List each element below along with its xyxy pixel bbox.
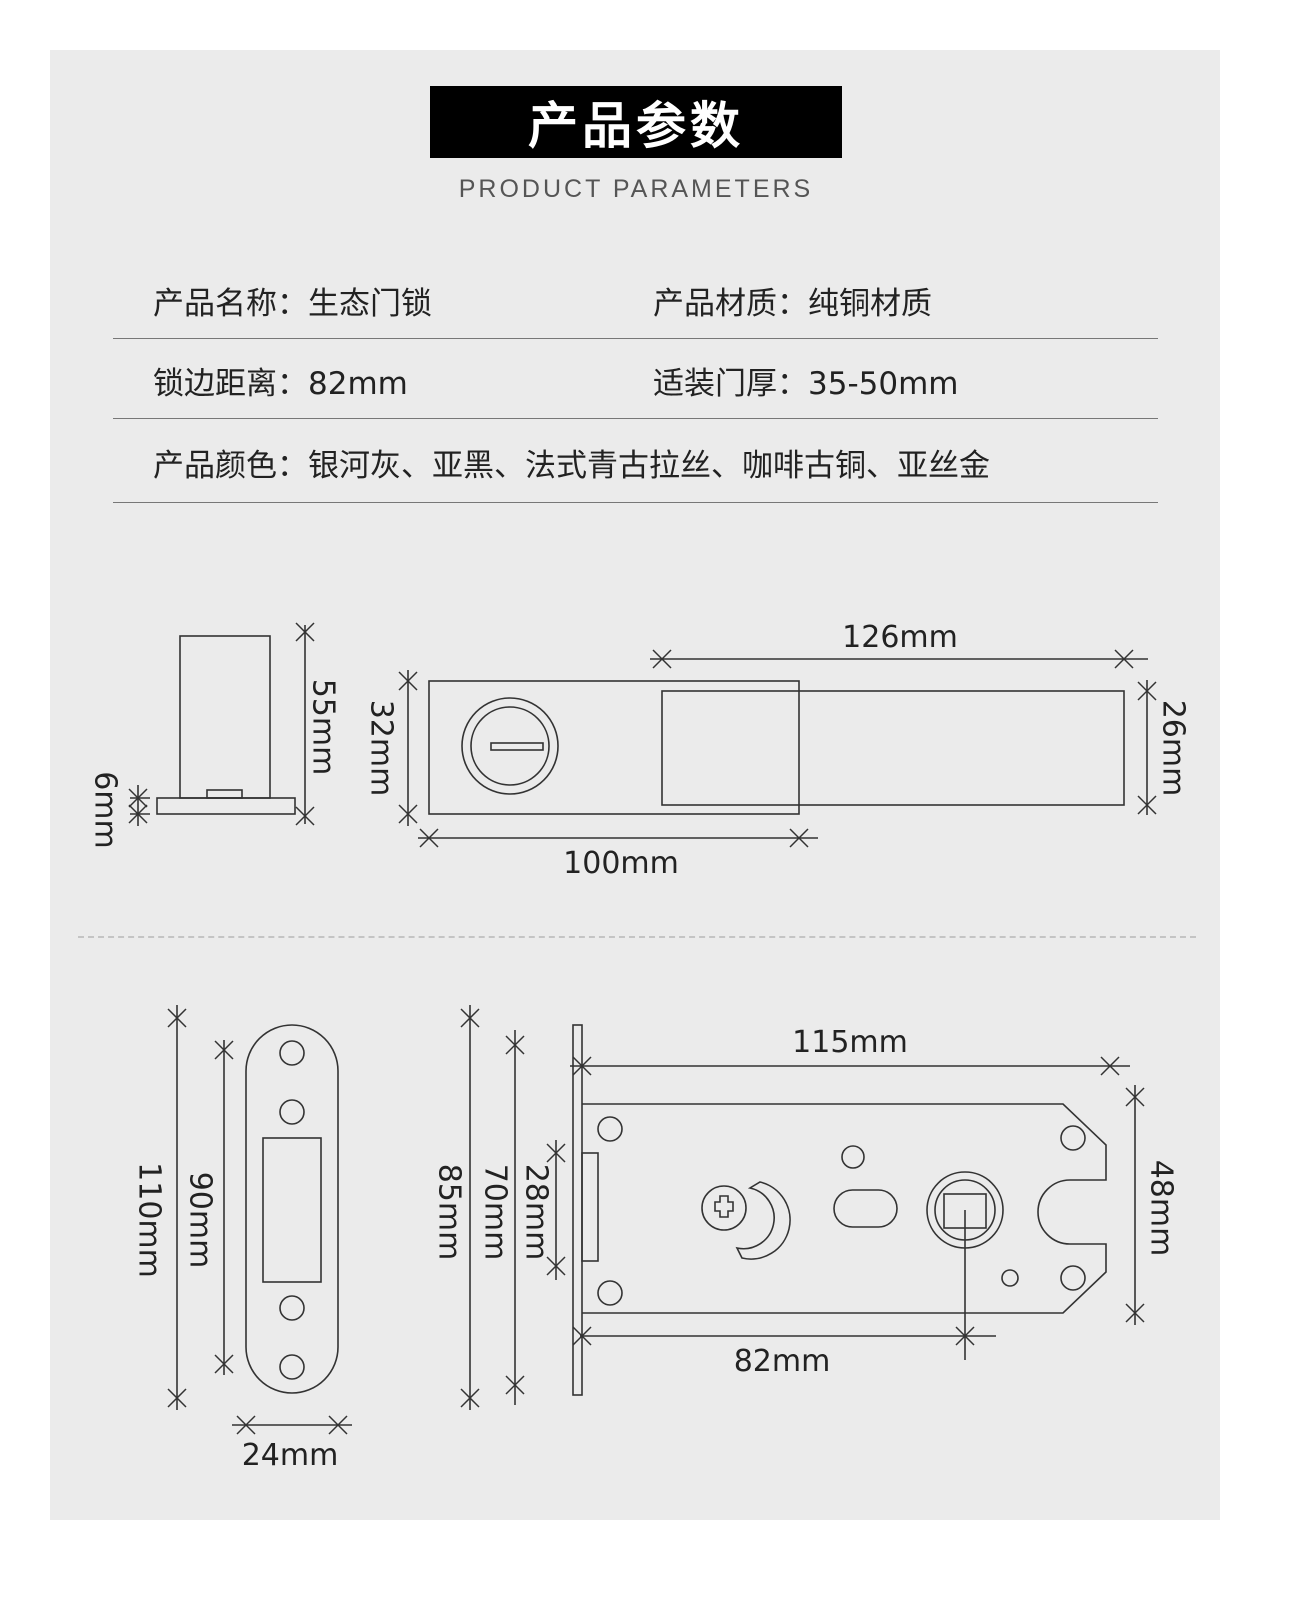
spec-row-2: 锁边距离：82mm 适装门厚：35-50mm [113,338,1158,419]
dim-6mm: 6mm [88,771,123,849]
content-panel [50,50,1220,1520]
spec-backset: 锁边距离：82mm [153,366,408,402]
dim-115mm: 115mm [792,1025,908,1060]
dim-28mm: 28mm [519,1164,554,1261]
dim-126mm: 126mm [842,620,958,655]
dim-100mm: 100mm [563,846,679,881]
page-title: 产品参数 [528,97,744,155]
title-banner: 产品参数 [430,86,842,158]
spec-door-thickness: 适装门厚：35-50mm [653,366,959,402]
dim-32mm: 32mm [364,700,399,797]
spec-product-name: 产品名称：生态门锁 [153,286,432,322]
dim-85mm: 85mm [432,1164,467,1261]
spec-row-3: 产品颜色：银河灰、亚黑、法式青古拉丝、咖啡古铜、亚丝金 [113,418,1158,503]
spec-colors: 产品颜色：银河灰、亚黑、法式青古拉丝、咖啡古铜、亚丝金 [153,448,990,484]
dim-55mm: 55mm [306,679,341,776]
lock-body-side [572,1024,1107,1396]
dim-26mm: 26mm [1156,700,1191,797]
section-divider [78,936,1196,938]
latch-front-view [428,680,1125,815]
dim-82mm: 82mm [734,1344,831,1379]
dim-48mm: 48mm [1144,1160,1179,1257]
dim-24mm: 24mm [242,1438,339,1473]
dim-90mm: 90mm [183,1172,218,1269]
strike-side-view [156,635,296,815]
page-subtitle: PRODUCT PARAMETERS [458,175,814,203]
dim-70mm: 70mm [478,1164,513,1261]
spec-row-1: 产品名称：生态门锁 产品材质：纯铜材质 [113,258,1158,339]
spec-material: 产品材质：纯铜材质 [653,286,932,322]
strike-plate-front [245,1024,339,1394]
dim-110mm: 110mm [132,1162,167,1278]
